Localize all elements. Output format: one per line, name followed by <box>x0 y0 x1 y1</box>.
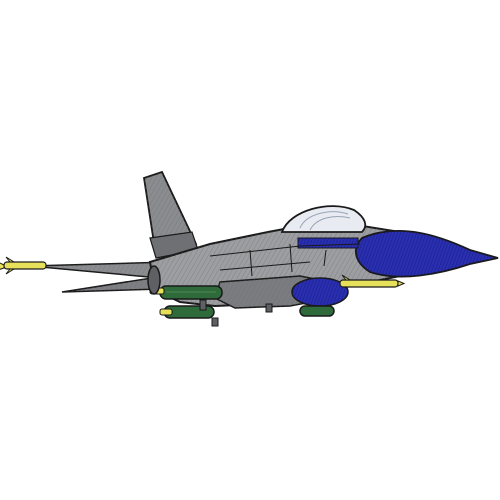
tail-fin <box>142 170 199 259</box>
wingtip-missile <box>0 256 47 275</box>
cockpit-trim <box>297 237 359 249</box>
underwing-missile-right <box>339 274 406 288</box>
nose-cone <box>355 230 499 278</box>
cockpit-canopy <box>280 205 367 233</box>
pylons <box>199 299 273 327</box>
ordnance-pod-left <box>159 285 223 300</box>
panel-lines <box>209 243 361 277</box>
ordnance-pod-right <box>299 305 335 317</box>
tail-exhaust <box>147 265 161 295</box>
